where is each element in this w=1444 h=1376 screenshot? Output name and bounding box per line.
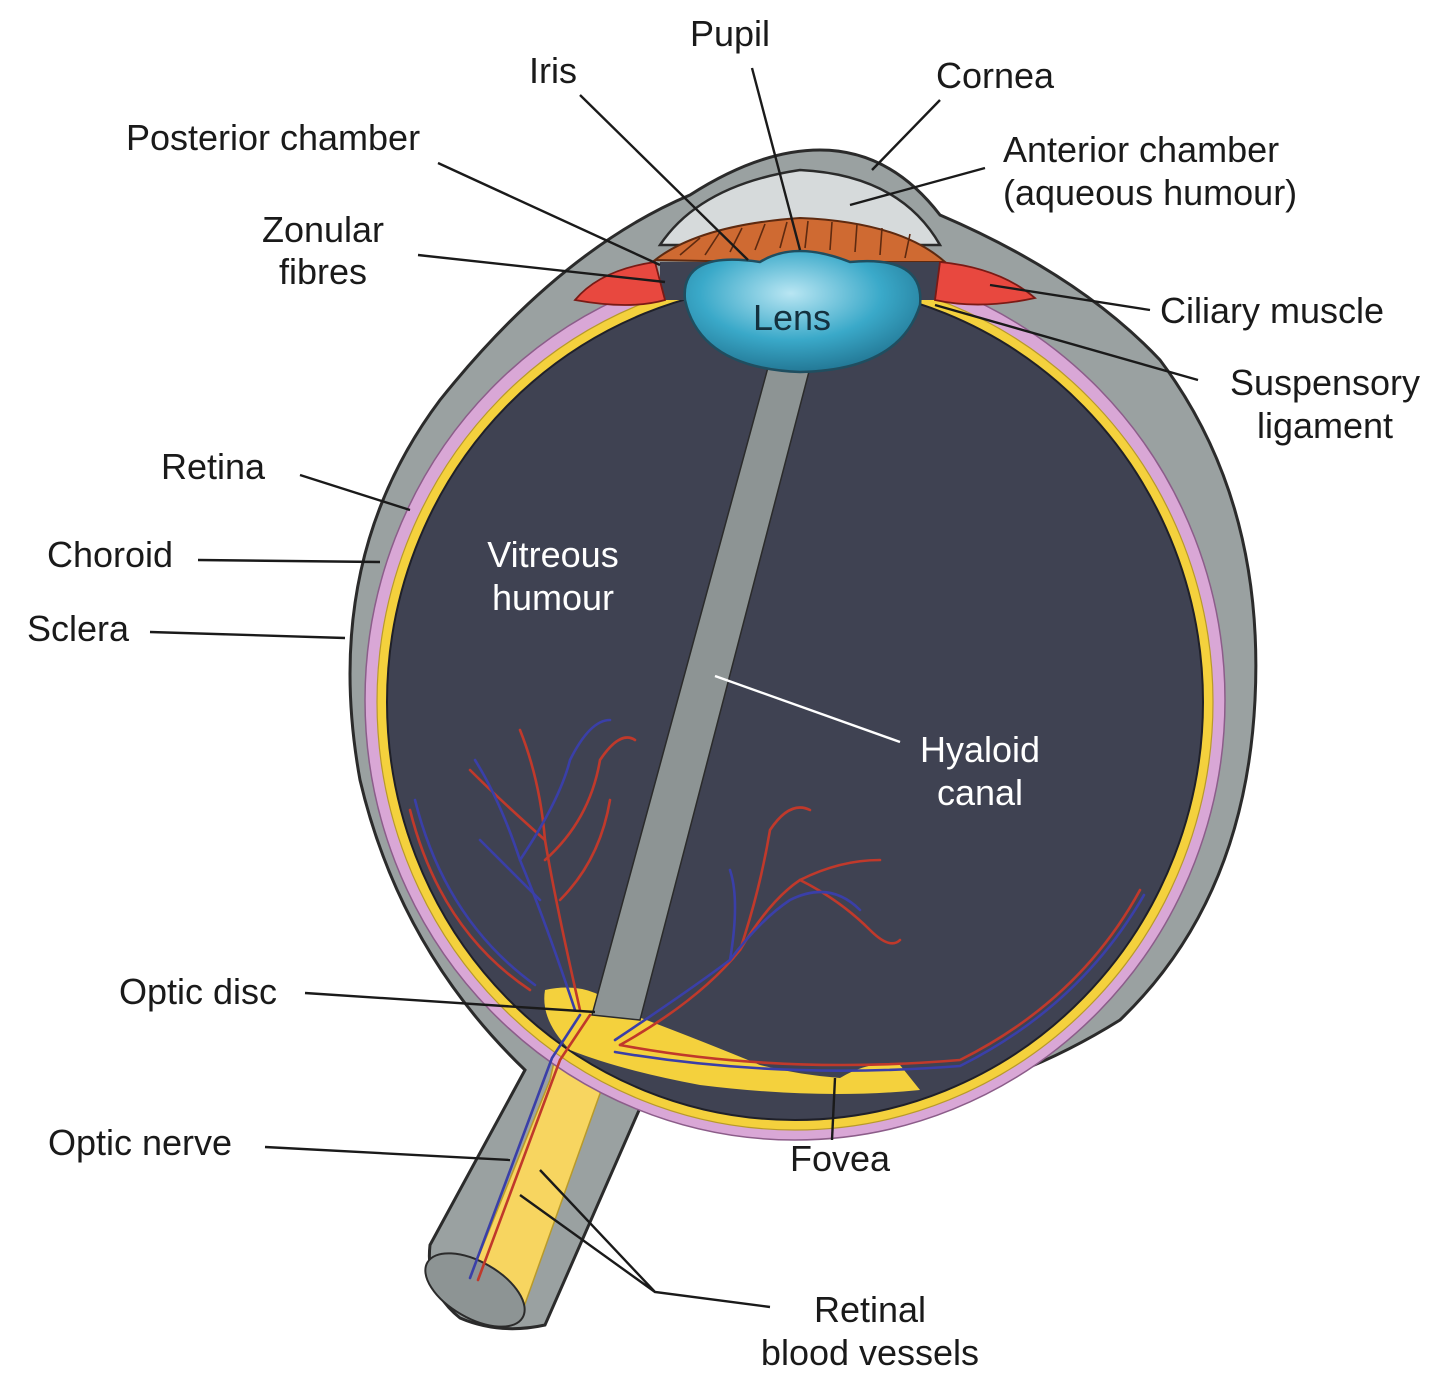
retinal-vessels-left bbox=[468, 718, 637, 1012]
label-choroid: Choroid bbox=[47, 534, 173, 575]
label-retina: Retina bbox=[161, 446, 266, 487]
label-suspensory-ligament-line1: Suspensory bbox=[1230, 362, 1420, 403]
leader-sclera bbox=[149, 630, 346, 640]
lens-shape bbox=[683, 249, 922, 374]
label-cornea: Cornea bbox=[936, 55, 1055, 96]
leader-hyaloid-canal bbox=[714, 674, 901, 744]
leader-ciliary-muscle bbox=[989, 283, 1151, 312]
label-retinal-blood-vessels-line1: Retinal bbox=[814, 1289, 926, 1330]
label-fovea: Fovea bbox=[790, 1138, 891, 1179]
leader-optic-nerve bbox=[264, 1145, 511, 1162]
label-sclera: Sclera bbox=[27, 608, 130, 649]
label-optic-disc: Optic disc bbox=[119, 971, 277, 1012]
label-zonular-fibres-line1: Zonular bbox=[262, 209, 384, 250]
label-ciliary-muscle: Ciliary muscle bbox=[1160, 290, 1384, 331]
label-vitreous-humour-line1: Vitreous bbox=[487, 534, 618, 575]
retinal-vessels-right bbox=[613, 806, 902, 1047]
label-hyaloid-canal-line2: canal bbox=[937, 772, 1023, 813]
label-optic-nerve: Optic nerve bbox=[48, 1122, 232, 1163]
label-vitreous-humour-line2: humour bbox=[492, 577, 614, 618]
ciliary-muscle-right bbox=[934, 261, 1037, 306]
leader-optic-disc bbox=[304, 991, 596, 1014]
leader-lines bbox=[149, 67, 1199, 1309]
leader-cornea bbox=[871, 99, 941, 171]
leader-zonular-fibres bbox=[417, 253, 666, 284]
label-hyaloid-canal-line1: Hyaloid bbox=[920, 729, 1040, 770]
optic-disc-shape bbox=[544, 987, 920, 1094]
label-lens: Lens bbox=[753, 297, 831, 338]
leader-choroid bbox=[197, 558, 381, 564]
label-posterior-chamber: Posterior chamber bbox=[126, 117, 420, 158]
leader-pupil bbox=[750, 67, 802, 251]
label-iris: Iris bbox=[529, 50, 577, 91]
leader-posterior-chamber bbox=[437, 161, 661, 267]
retinal-vessels-edge bbox=[408, 798, 1146, 1282]
leader-iris bbox=[579, 94, 749, 261]
leader-retinal-vessels bbox=[519, 1169, 771, 1309]
label-suspensory-ligament-line2: ligament bbox=[1257, 405, 1393, 446]
label-retinal-blood-vessels-line2: blood vessels bbox=[761, 1332, 979, 1373]
leader-anterior-chamber bbox=[849, 166, 986, 207]
label-pupil: Pupil bbox=[690, 13, 770, 54]
leader-retina bbox=[299, 473, 411, 512]
leader-fovea bbox=[830, 1077, 837, 1141]
label-anterior-chamber-line2: (aqueous humour) bbox=[1003, 172, 1297, 213]
label-anterior-chamber-line1: Anterior chamber bbox=[1003, 129, 1279, 170]
label-zonular-fibres-line2: fibres bbox=[279, 251, 367, 292]
leader-suspensory-ligament bbox=[934, 303, 1199, 382]
